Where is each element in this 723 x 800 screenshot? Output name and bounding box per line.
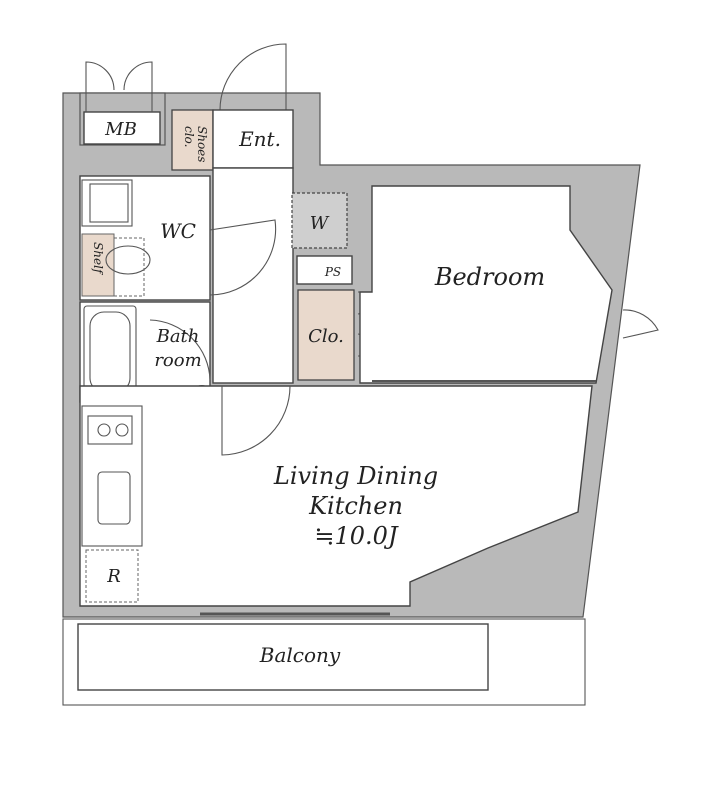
toilet-icon xyxy=(105,245,151,275)
mb-room xyxy=(83,111,161,145)
bath-door xyxy=(149,319,211,381)
shoes-label-2: clo. xyxy=(182,126,196,147)
shelf xyxy=(81,233,115,297)
wc-label: WC xyxy=(160,219,196,243)
stove-burner-1 xyxy=(97,423,111,437)
ps-label: PS xyxy=(324,265,341,279)
closet xyxy=(297,289,355,381)
mb-label: MB xyxy=(104,119,137,140)
entrance-label: Ent. xyxy=(238,127,281,151)
bedroom-label: Bedroom xyxy=(434,263,545,291)
closet-label: Clo. xyxy=(308,326,344,347)
mb-door-right xyxy=(123,61,153,112)
stove-burner-2 xyxy=(115,423,129,437)
stove-icon xyxy=(87,415,133,445)
ps-space xyxy=(296,255,353,285)
corridor xyxy=(212,167,294,384)
refrigerator-label: R xyxy=(106,566,121,587)
wc-counter-inner xyxy=(89,183,129,223)
toilet-tank-icon xyxy=(113,237,145,297)
shoes-label-1: Shoes xyxy=(195,126,209,162)
kitchen-counter xyxy=(81,405,143,547)
ldk-area-label: ≒10.0J xyxy=(314,522,399,550)
wc-counter xyxy=(81,179,133,227)
mb-door-left xyxy=(85,61,115,112)
wc-door xyxy=(209,219,277,296)
bedroom-window xyxy=(622,309,659,339)
entrance-door xyxy=(219,43,287,111)
sink-icon xyxy=(97,471,131,525)
balcony-inner xyxy=(77,623,489,691)
washer-space xyxy=(291,192,348,249)
ldk-label-1: Living Dining xyxy=(273,462,438,490)
ldk-door xyxy=(221,385,291,456)
bedroom xyxy=(359,185,613,384)
w-label: W xyxy=(310,213,330,234)
shelf-label: Shelf xyxy=(91,242,105,276)
shoes-closet xyxy=(171,109,214,171)
balcony-label: Balcony xyxy=(259,643,341,667)
balcony-outer xyxy=(62,618,586,706)
ldk-room xyxy=(79,385,593,607)
bath-label-1: Bath xyxy=(156,326,200,347)
ldk-label-2: Kitchen xyxy=(308,492,403,520)
bath-label-2: room xyxy=(154,350,201,371)
refrigerator-space xyxy=(85,549,139,603)
